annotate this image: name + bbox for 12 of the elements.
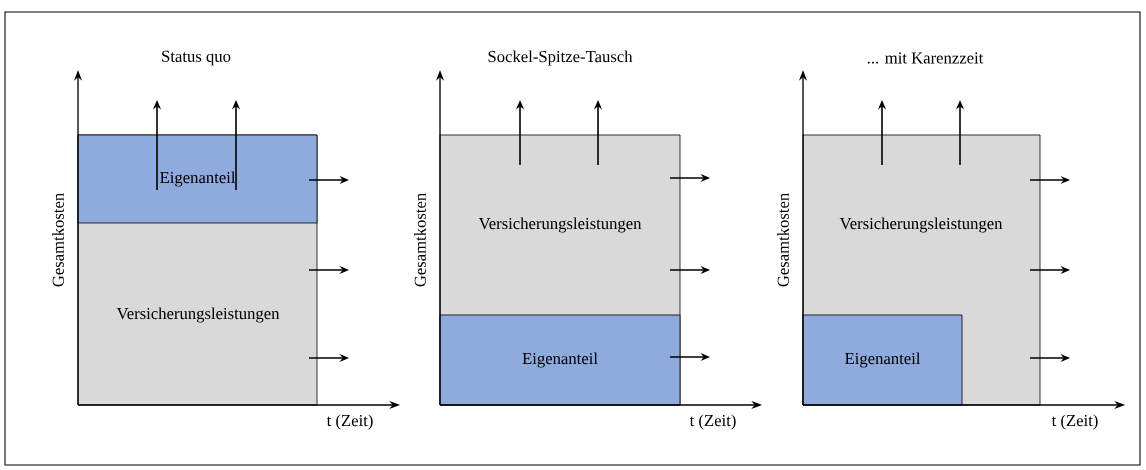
axis-label: t (Zeit)	[1051, 414, 1098, 430]
share-box: Eigenanteil	[802, 314, 963, 406]
title: Status quo	[162, 50, 231, 66]
axis-label: Gesamtkosten	[777, 193, 789, 287]
title: Sockel-Spitze-Tausch	[488, 50, 633, 66]
axis-label: t (Zeit)	[326, 414, 373, 430]
title: ... mit Karenzzeit	[867, 52, 984, 64]
axis-label: Gesamtkosten	[414, 193, 426, 287]
axis-label: t (Zeit)	[689, 414, 736, 430]
share-box: Eigenanteil	[439, 314, 681, 406]
share-box: Eigenanteil	[77, 134, 318, 224]
axis-label: Gesamtkosten	[52, 193, 64, 287]
